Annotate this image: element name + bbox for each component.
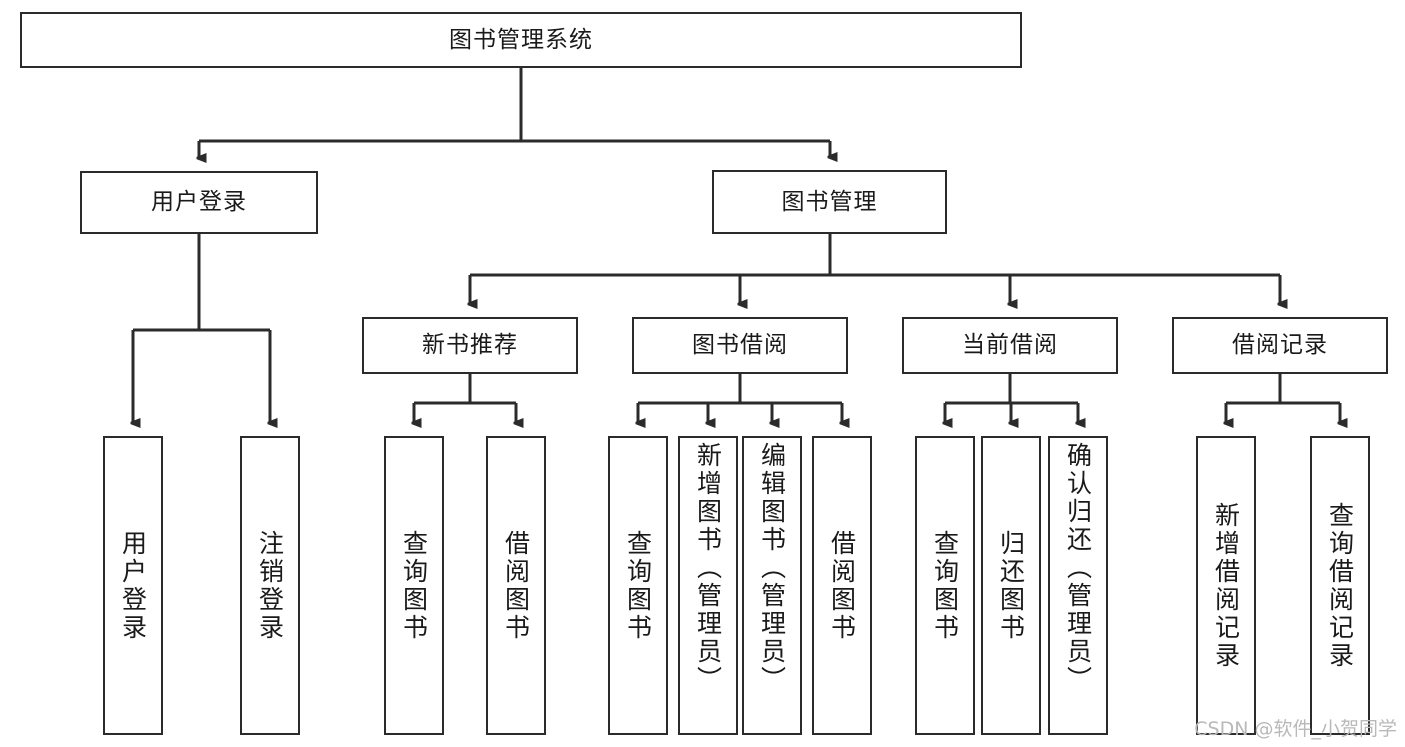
node-leaf-borrow-book-2-label: 借阅图书 xyxy=(827,529,857,642)
node-current-borrow-label: 当前借阅 xyxy=(962,332,1058,359)
node-leaf-query-record-label: 查询借阅记录 xyxy=(1325,501,1355,670)
node-leaf-user-login-label: 用户登录 xyxy=(118,529,148,642)
csdn-watermark: CSDN @软件_小贺同学 xyxy=(1194,718,1397,740)
node-leaf-query-book-3[interactable]: 查询图书 xyxy=(915,436,975,735)
node-new-book-recommend-label: 新书推荐 xyxy=(422,332,518,359)
node-leaf-query-book-3-label: 查询图书 xyxy=(930,529,960,642)
node-book-manage[interactable]: 图书管理 xyxy=(712,170,947,234)
node-leaf-return-book[interactable]: 归还图书 xyxy=(981,436,1041,735)
node-user-login[interactable]: 用户登录 xyxy=(80,171,318,234)
node-leaf-query-book-1[interactable]: 查询图书 xyxy=(384,436,444,735)
node-leaf-edit-book[interactable]: 编辑图书（管理员） xyxy=(742,436,802,735)
node-leaf-confirm-return-label: 确认归还（管理员） xyxy=(1063,442,1093,694)
node-borrow-record-label: 借阅记录 xyxy=(1232,332,1328,359)
node-leaf-confirm-return[interactable]: 确认归还（管理员） xyxy=(1048,436,1108,735)
node-leaf-borrow-book-2[interactable]: 借阅图书 xyxy=(812,436,872,735)
node-leaf-logout[interactable]: 注销登录 xyxy=(240,436,300,735)
node-leaf-add-book-label: 新增图书（管理员） xyxy=(693,442,723,694)
node-root[interactable]: 图书管理系统 xyxy=(20,12,1022,68)
node-borrow-record[interactable]: 借阅记录 xyxy=(1172,317,1388,374)
node-root-label: 图书管理系统 xyxy=(449,26,593,53)
node-leaf-query-book-2-label: 查询图书 xyxy=(623,529,653,642)
node-book-borrow-label: 图书借阅 xyxy=(692,332,788,359)
node-leaf-edit-book-label: 编辑图书（管理员） xyxy=(757,442,787,694)
node-leaf-borrow-book-1-label: 借阅图书 xyxy=(501,529,531,642)
node-leaf-add-record[interactable]: 新增借阅记录 xyxy=(1196,436,1256,735)
node-book-borrow[interactable]: 图书借阅 xyxy=(632,317,848,374)
node-new-book-recommend[interactable]: 新书推荐 xyxy=(362,317,578,374)
node-current-borrow[interactable]: 当前借阅 xyxy=(902,317,1118,374)
node-leaf-add-record-label: 新增借阅记录 xyxy=(1211,501,1241,670)
node-leaf-borrow-book-1[interactable]: 借阅图书 xyxy=(486,436,546,735)
node-book-manage-label: 图书管理 xyxy=(781,188,878,215)
node-leaf-user-login[interactable]: 用户登录 xyxy=(103,436,163,735)
node-leaf-query-book-2[interactable]: 查询图书 xyxy=(608,436,668,735)
node-leaf-query-book-1-label: 查询图书 xyxy=(399,529,429,642)
node-leaf-add-book[interactable]: 新增图书（管理员） xyxy=(678,436,738,735)
node-leaf-logout-label: 注销登录 xyxy=(255,529,285,642)
node-leaf-query-record[interactable]: 查询借阅记录 xyxy=(1310,436,1370,735)
node-leaf-return-book-label: 归还图书 xyxy=(996,529,1026,642)
node-user-login-label: 用户登录 xyxy=(151,189,247,216)
